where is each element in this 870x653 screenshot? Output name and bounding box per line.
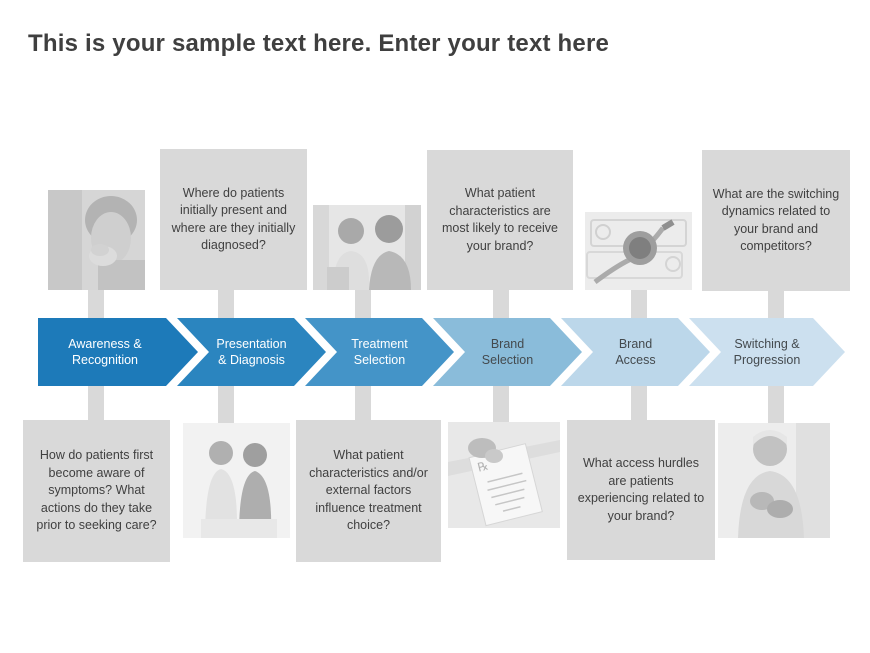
stage-brand-access[interactable]: Brand Access [561,318,710,386]
nurse-patient-illustration [183,423,290,538]
stage-awareness-recognition[interactable]: Awareness & Recognition [38,318,198,386]
slide-title[interactable]: This is your sample text here. Enter you… [28,30,610,57]
stage-brand-selection[interactable]: Brand Selection [433,318,582,386]
question-box-brand-selection[interactable]: What patient characteristics are most li… [427,150,573,290]
photo-stethoscope-money[interactable] [585,212,692,290]
svg-text:℞: ℞ [476,459,490,475]
photo-hand-prescription[interactable]: ℞ [448,422,560,528]
photo-nurse-patient-talking[interactable] [183,423,290,538]
photo-elderly-man[interactable] [718,423,830,538]
process-chevron-band: Awareness & Recognition Presentation & D… [0,318,870,386]
stage-label: Brand Access [615,336,656,367]
stage-treatment-selection[interactable]: Treatment Selection [305,318,454,386]
question-text: How do patients first become aware of sy… [36,448,157,533]
prescription-note-illustration: ℞ [448,422,560,528]
stage-label: Treatment Selection [351,336,408,367]
stage-label: Presentation & Diagnosis [216,336,287,367]
photo-doctor-consultation[interactable] [313,205,421,290]
stage-label: Awareness & Recognition [68,336,142,367]
question-box-treatment[interactable]: What patient characteristics and/or exte… [296,420,441,562]
question-box-presentation[interactable]: Where do patients initially present and … [160,149,307,290]
question-box-awareness[interactable]: How do patients first become aware of sy… [23,420,170,562]
stethoscope-illustration [585,212,692,290]
stage-label: Switching & Progression [733,336,801,367]
question-text: What access hurdles are patients experie… [577,456,705,523]
photo-worried-woman[interactable] [48,190,145,290]
question-box-switching[interactable]: What are the switching dynamics related … [702,150,850,291]
question-text: What are the switching dynamics related … [712,186,840,254]
doctor-consultation-illustration [313,205,421,290]
stage-label: Brand Selection [481,336,534,367]
elderly-man-illustration [718,423,830,538]
question-text: What patient characteristics are most li… [441,186,558,253]
question-box-access[interactable]: What access hurdles are patients experie… [567,420,715,560]
stage-presentation-diagnosis[interactable]: Presentation & Diagnosis [177,318,326,386]
stage-switching-progression[interactable]: Switching & Progression [689,318,845,386]
worried-woman-illustration [48,190,145,290]
question-text: What patient characteristics and/or exte… [309,448,428,533]
question-text: Where do patients initially present and … [171,185,296,253]
